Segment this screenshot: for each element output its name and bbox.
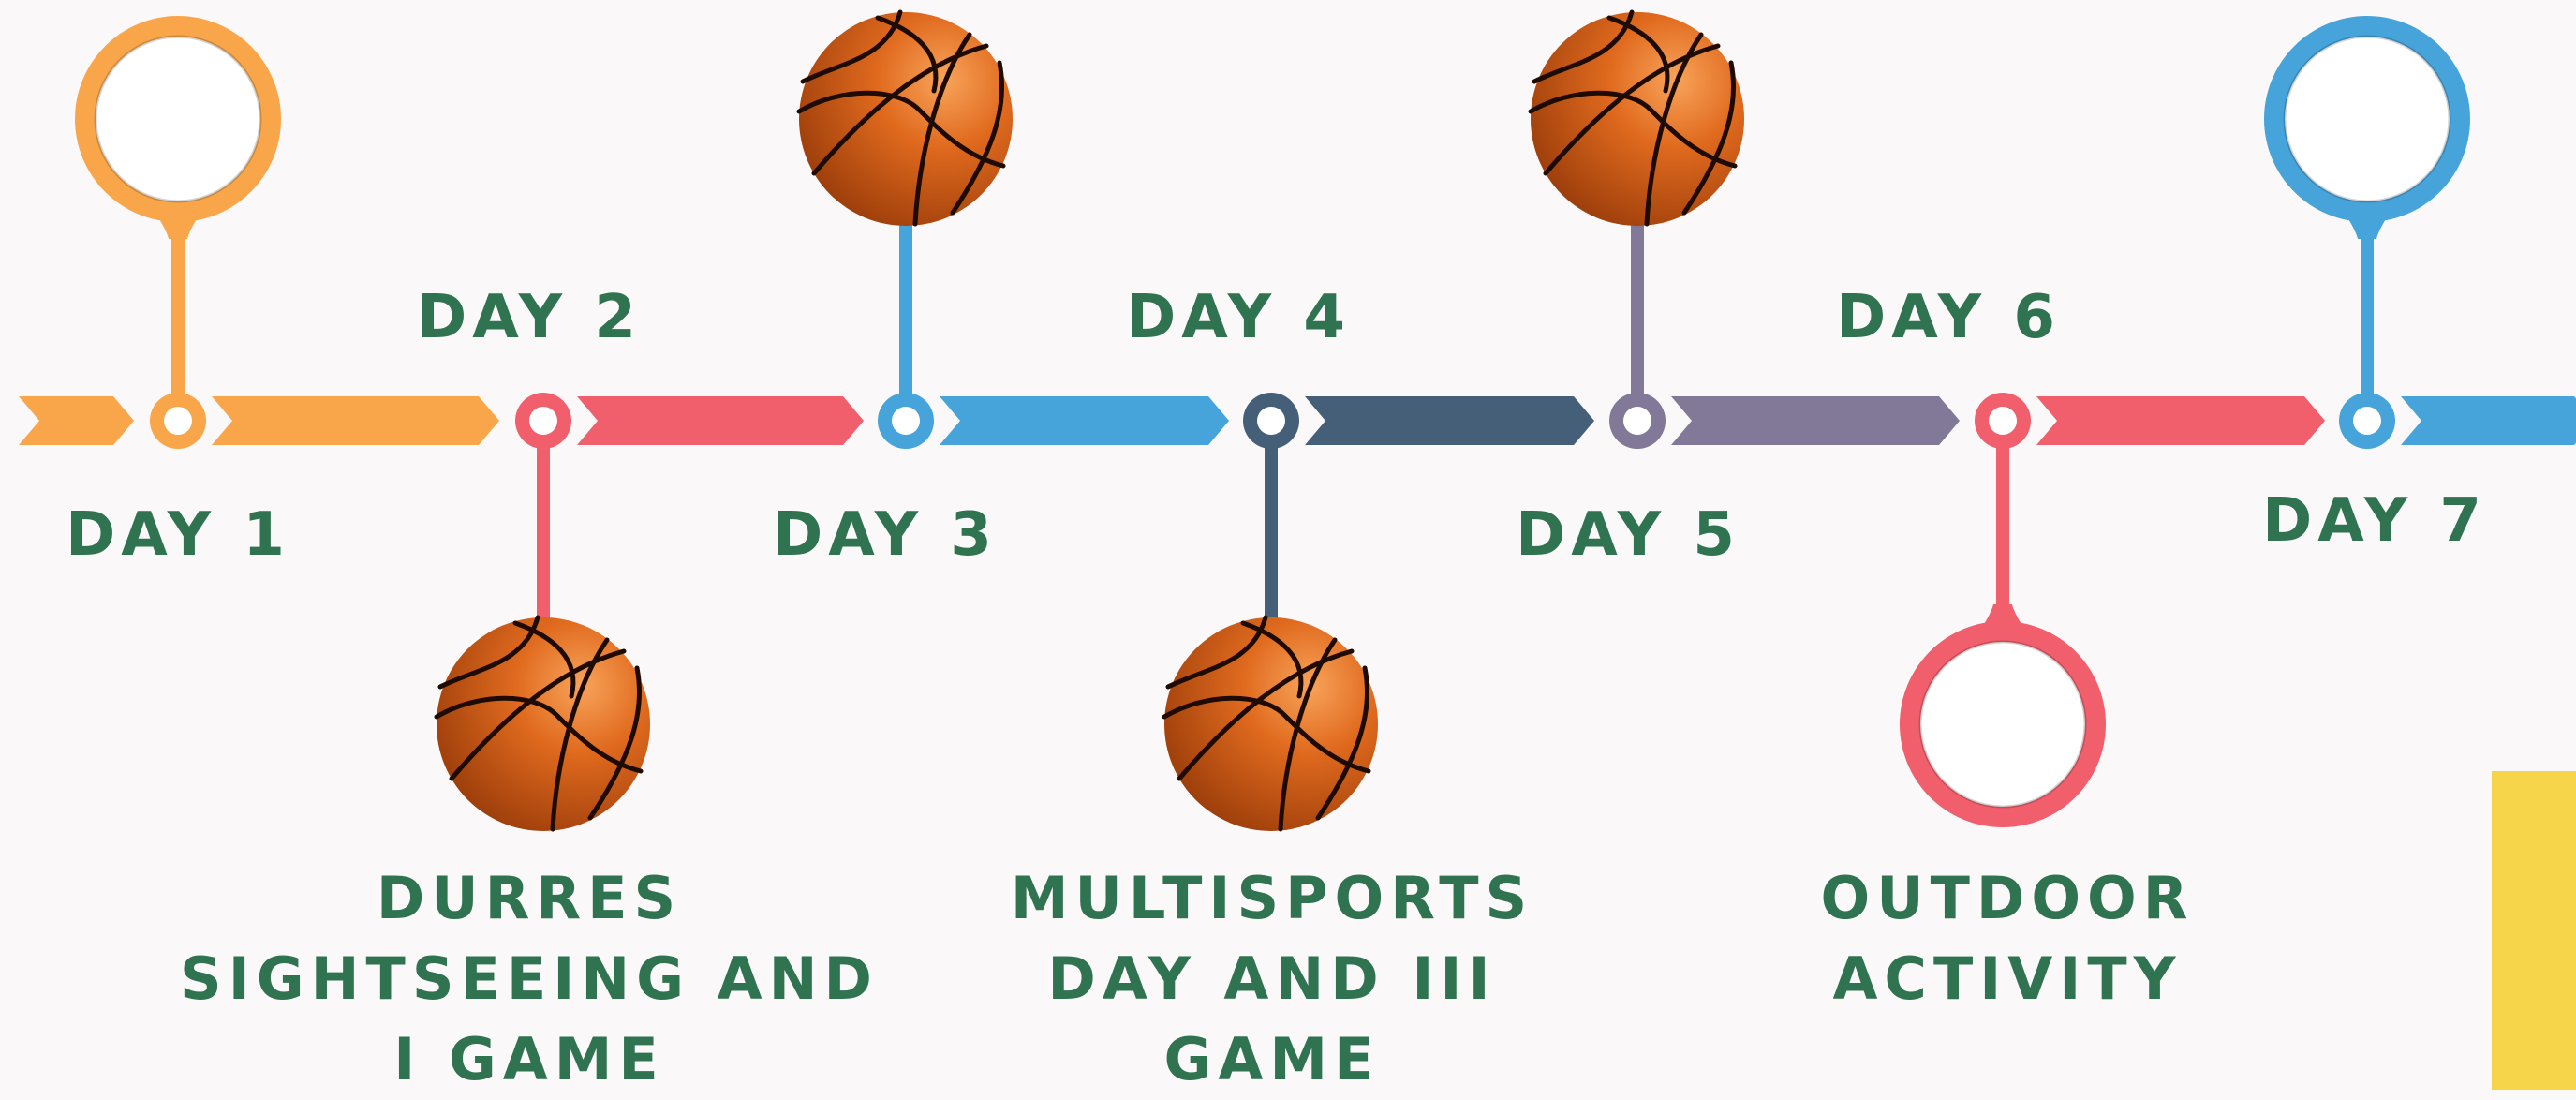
timeline-node-center: [529, 407, 557, 435]
day-4-label: DAY 4: [1126, 283, 1351, 352]
timeline-arrow-segment: [1671, 396, 1960, 445]
connector-stem: [899, 199, 912, 421]
empty-marker-inner: [2283, 35, 2451, 203]
basketball-icon: [1162, 615, 1378, 832]
empty-marker-inner: [1918, 640, 2087, 809]
day-6-description: OUTDOOR ACTIVITY: [1821, 858, 2195, 1019]
timeline-arrow-segment: [940, 396, 1229, 445]
connector-stem: [1265, 421, 1278, 645]
timeline-node-center: [1257, 407, 1285, 435]
timeline-arrow-segment: [212, 396, 499, 445]
day-7-label: DAY 7: [2262, 486, 2487, 556]
day-2-description: DURRES SIGHTSEEING AND I GAME: [180, 858, 879, 1100]
basketball-icon: [1528, 9, 1744, 227]
day-2-description-line: I GAME: [393, 1025, 665, 1093]
connector-stem: [537, 421, 550, 645]
timeline-arrow-segment: [577, 396, 864, 445]
day-5-label: DAY 5: [1516, 500, 1740, 570]
basketball-icon: [796, 9, 1013, 227]
connector-stem: [171, 199, 185, 421]
day-4-description-line: MULTISPORTS: [1010, 864, 1534, 932]
basketball-icon: [434, 615, 650, 832]
day-1-label: DAY 1: [66, 500, 290, 570]
day-2-label: DAY 2: [417, 283, 642, 352]
day-4-description: MULTISPORTS DAY AND III GAME: [1011, 858, 1533, 1100]
day-6-label: DAY 6: [1836, 283, 2061, 352]
timeline-arrow-segment: [19, 396, 134, 445]
day-2-description-line: DURRES: [376, 864, 683, 932]
connector-stem: [1996, 421, 2009, 645]
timeline-node-center: [2353, 407, 2381, 435]
timeline-node-center: [892, 407, 920, 435]
timeline-node-center: [1623, 407, 1651, 435]
yellow-accent-bar: [2492, 771, 2576, 1090]
day-4-description-line: DAY AND III: [1047, 944, 1497, 1013]
timeline-node-center: [164, 407, 192, 435]
timeline-arrow-segment: [2401, 396, 2576, 445]
empty-marker-inner: [94, 35, 262, 203]
connector-stem: [2361, 199, 2374, 421]
connector-stem: [1631, 199, 1644, 421]
timeline-arrow-segment: [2036, 396, 2325, 445]
day-4-description-line: GAME: [1163, 1025, 1381, 1093]
day-6-description-line: OUTDOOR: [1820, 864, 2195, 932]
day-2-description-line: SIGHTSEEING AND: [180, 944, 879, 1013]
timeline-arrow-segment: [1305, 396, 1594, 445]
day-6-description-line: ACTIVITY: [1832, 944, 2183, 1013]
timeline-node-center: [1989, 407, 2017, 435]
day-3-label: DAY 3: [773, 500, 998, 570]
